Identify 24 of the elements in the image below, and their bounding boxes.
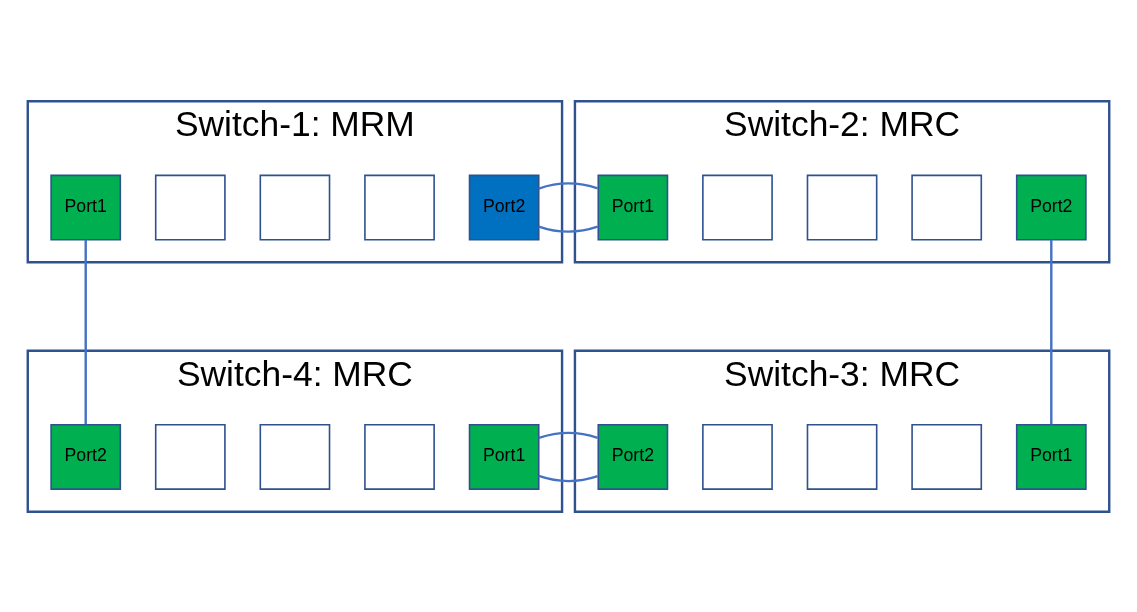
node-box: Port1 <box>597 174 669 240</box>
node-box: Port2 <box>50 423 122 490</box>
connector <box>538 181 598 233</box>
node-box: Port2 <box>597 423 669 490</box>
node-box <box>154 423 226 490</box>
node-box <box>806 423 878 490</box>
node-box <box>806 174 878 240</box>
node-box <box>702 174 773 240</box>
node-box: Port1 <box>50 174 122 240</box>
node-box: Port1 <box>468 423 540 490</box>
node-box: Port2 <box>1015 174 1087 240</box>
node-box: Port1 <box>1015 423 1087 490</box>
node-box <box>911 174 983 240</box>
node-box <box>911 423 983 490</box>
connector <box>538 431 598 482</box>
node-box <box>364 423 435 490</box>
node-box <box>259 423 331 490</box>
node-box <box>259 174 331 240</box>
node-box <box>702 423 773 490</box>
node-box: Port2 <box>468 174 540 240</box>
connector <box>1050 239 1053 424</box>
node-box <box>154 174 226 240</box>
node-box <box>364 174 435 240</box>
connector <box>84 239 87 424</box>
